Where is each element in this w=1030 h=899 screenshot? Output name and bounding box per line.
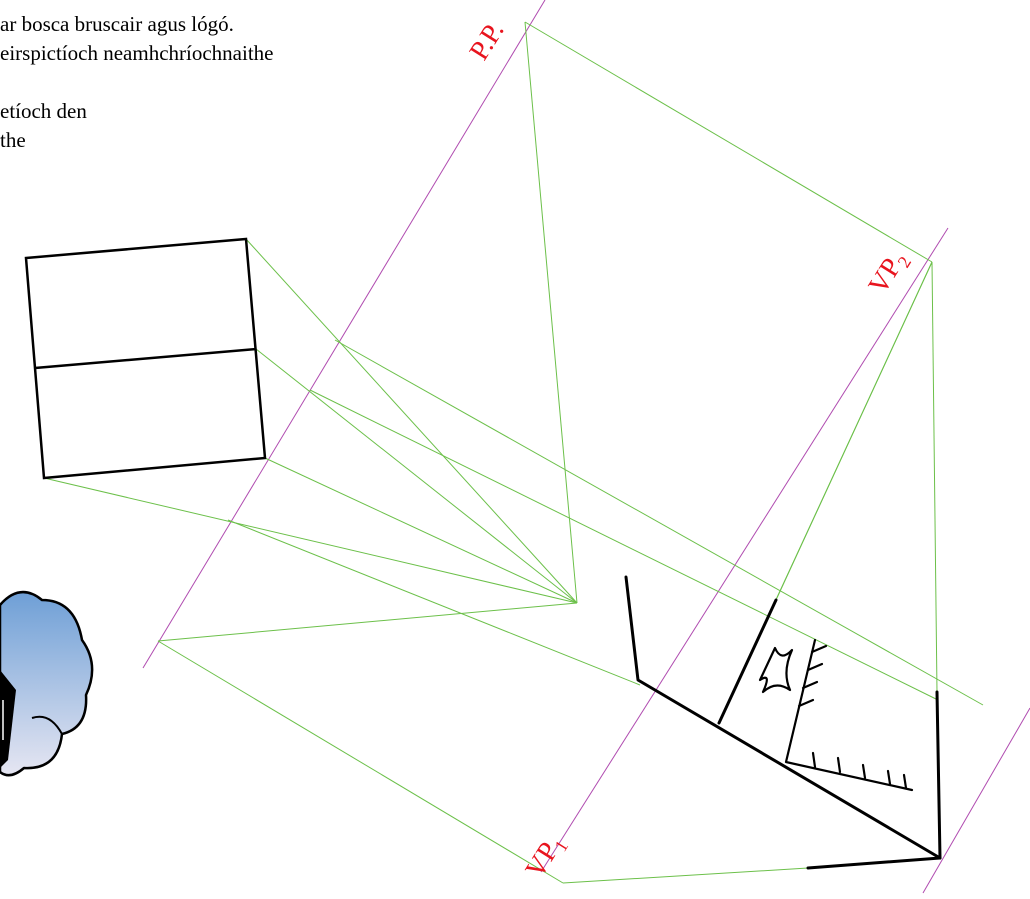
box-perspective (624, 575, 942, 870)
cloud-illustration (0, 591, 94, 777)
projector-line (245, 238, 578, 604)
logo-tick (886, 769, 892, 786)
logo-tick (806, 662, 824, 672)
projector-line (227, 519, 641, 686)
vp1-label: VP1 (520, 829, 573, 885)
caption-line-5: the (0, 128, 26, 152)
box-plan-divider (34, 347, 257, 370)
caption-line-2: eirspictíoch neamhchríochnaithe (0, 41, 274, 65)
logo-shape (758, 646, 794, 694)
caption-line-1: ar bosca bruscair agus lógó. (0, 12, 234, 36)
box-plan-outline (24, 237, 267, 480)
logo-mark (758, 638, 914, 792)
logo-tick (801, 680, 819, 690)
projector-line (524, 21, 933, 263)
projector-line (334, 339, 984, 706)
projector-line (157, 640, 564, 884)
logo-tick (861, 763, 867, 780)
logo-tick (836, 756, 842, 774)
picture-plane-line-left (142, 0, 546, 669)
box-base-edge (806, 856, 942, 870)
projector-line (524, 21, 578, 604)
projector-line (931, 261, 938, 693)
projector-line (157, 602, 578, 642)
box-left-edge (624, 575, 942, 860)
projector-line (309, 389, 939, 701)
picture-plane-label: P.P. (464, 16, 511, 65)
picture-plane-line-right (922, 707, 1030, 894)
projector-line (43, 477, 578, 604)
logo-tick (902, 773, 908, 790)
box-middle-edge (717, 598, 778, 725)
logo-tick (810, 644, 828, 654)
construction-lines (43, 21, 984, 884)
logo-tick (811, 751, 817, 769)
caption-line-4: etíoch den (0, 99, 87, 123)
box-plan (24, 237, 267, 480)
caption-text: ar bosca bruscair agus lógó. eirspictíoc… (0, 10, 273, 155)
cloud-inner-line (31, 715, 63, 735)
cloud-shape (0, 591, 94, 777)
picture-plane-line-middle (540, 227, 949, 873)
projector-line (562, 867, 809, 884)
logo-ruler (784, 638, 914, 792)
picture-plane-lines (142, 0, 1030, 894)
projector-line (255, 348, 578, 604)
box-front-corner (935, 690, 942, 860)
observer-figure (0, 670, 16, 768)
projector-line (264, 457, 578, 604)
logo-tick (797, 698, 815, 708)
